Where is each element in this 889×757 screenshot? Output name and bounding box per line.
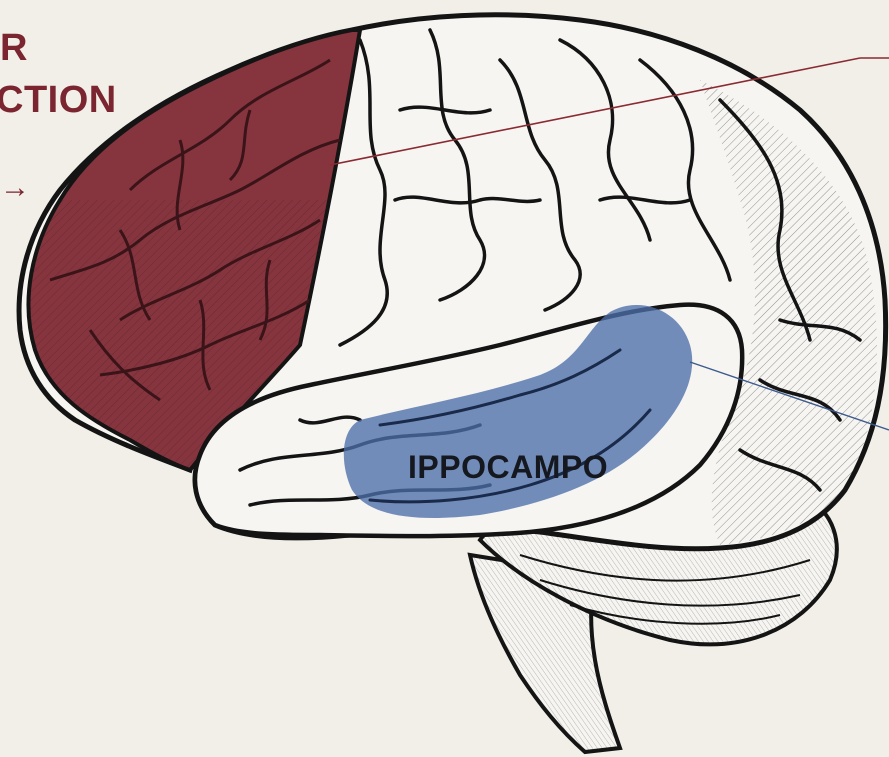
hippocampus-label: IPPOCAMPO [408,449,608,485]
top-left-label-line2: CTION [0,79,117,121]
top-left-label-line1: R [0,27,28,69]
top-left-arrow: → [0,171,31,204]
